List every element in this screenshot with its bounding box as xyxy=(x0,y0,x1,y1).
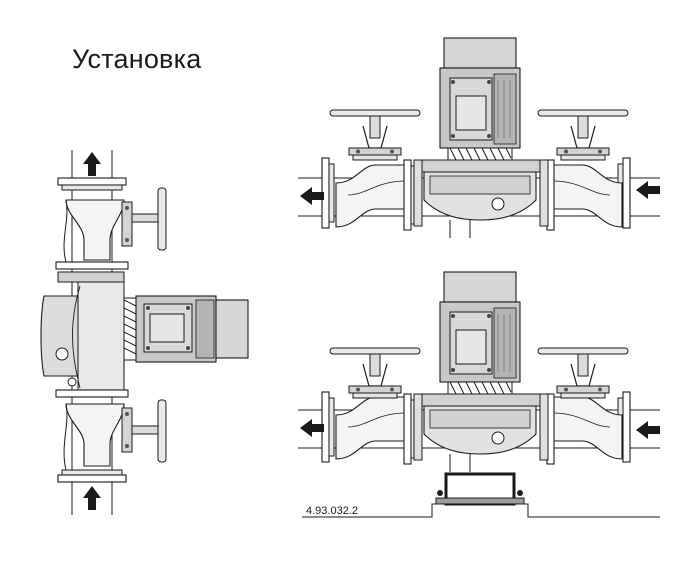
flow-arrow-in xyxy=(636,181,660,199)
drawing-code: 4.93.032.2 xyxy=(306,505,358,517)
flow-arrow-top xyxy=(83,152,101,176)
flow-arrow-out xyxy=(300,187,324,205)
flow-arrow-bottom xyxy=(83,486,101,510)
flow-arrow-out-base xyxy=(300,419,324,437)
horizontal-installation-top xyxy=(298,37,660,239)
flow-arrow-in-base xyxy=(636,421,660,439)
page-title: Установка xyxy=(72,44,202,74)
horizontal-installation-base xyxy=(298,271,660,518)
vertical-installation xyxy=(40,150,249,515)
